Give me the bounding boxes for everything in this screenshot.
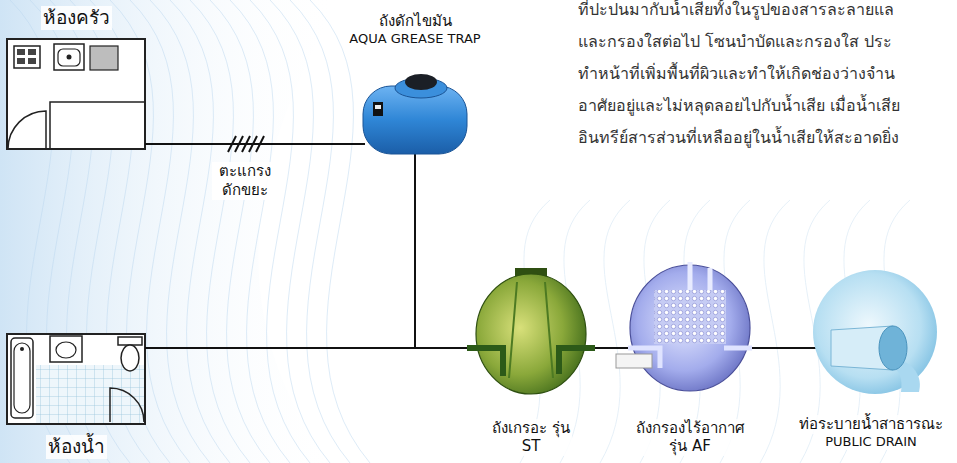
anaerobic-filter-tank-art <box>614 260 766 392</box>
description-line: ทำหน้าที่เพิ่มพื้นที่ผิวและทำให้เกิดช่อง… <box>578 64 895 85</box>
grease-trap-art <box>340 68 490 165</box>
kitchen-plan-art <box>4 38 148 152</box>
background-line <box>250 0 310 463</box>
public-drain: ท่อระบายน้ำสาธารณะPUBLIC DRAIN <box>790 262 952 452</box>
septic-tank: ถังเกรอะ รุ่น ST <box>458 268 604 458</box>
node-subtitle: PUBLIC DRAIN <box>823 434 919 450</box>
anaerobic-filter-tank: ถังกรองไร้อากาศ รุ่น AF <box>614 260 766 458</box>
background-line <box>310 0 370 463</box>
pipe-line <box>766 347 790 349</box>
node-title: ท่อระบายน้ำสาธารณะ <box>797 415 945 434</box>
node-title: ถังเกรอะ รุ่น ST <box>490 419 572 457</box>
background-line <box>190 0 250 463</box>
background-line <box>230 0 290 463</box>
septic-tank-art <box>458 268 604 396</box>
node-title: ห้องน้ำ <box>46 435 107 459</box>
kitchen-plan: ห้องครัว <box>4 4 148 152</box>
background-line <box>150 0 210 463</box>
pipe-line <box>148 347 458 349</box>
bathroom-plan-art <box>4 333 148 427</box>
description-line: อินทรีย์สารส่วนที่เหลืออยู่ในน้ำเสียให้ส… <box>578 128 899 149</box>
node-subtitle: AQUA GREASE TRAP <box>347 31 482 47</box>
pipe-line <box>604 347 614 349</box>
background-line <box>210 0 270 463</box>
background-line <box>170 0 230 463</box>
description-line: ที่ปะปนมากับน้ำเสียทั้งในรูปของสารละลายแ… <box>578 0 894 21</box>
node-title: ห้องครัว <box>41 6 112 30</box>
background-line <box>760 200 790 463</box>
edge-label: ตะแกรง ดักขยะ <box>212 162 278 200</box>
description-line: และกรองใสต่อไป โซนบำบัดและกรองใส ประ <box>578 32 892 53</box>
background-line <box>600 200 630 463</box>
background-swoosh <box>0 0 340 463</box>
pipe-line <box>148 143 340 145</box>
pipe-line <box>415 165 458 348</box>
background-line <box>270 0 330 463</box>
grease-trap: ถังดักไขมันAQUA GREASE TRAP <box>340 10 490 165</box>
background-line <box>290 0 350 463</box>
node-title: ถังกรองไร้อากาศ รุ่น AF <box>629 419 751 457</box>
node-title: ถังดักไขมัน <box>377 12 454 31</box>
bathroom-plan: ห้องน้ำ <box>4 333 148 461</box>
description-line: อาศัยอยู่และไม่หลุดลอยไปกับน้ำเสีย เมื่อ… <box>578 96 900 117</box>
public-drain-art <box>790 268 952 396</box>
